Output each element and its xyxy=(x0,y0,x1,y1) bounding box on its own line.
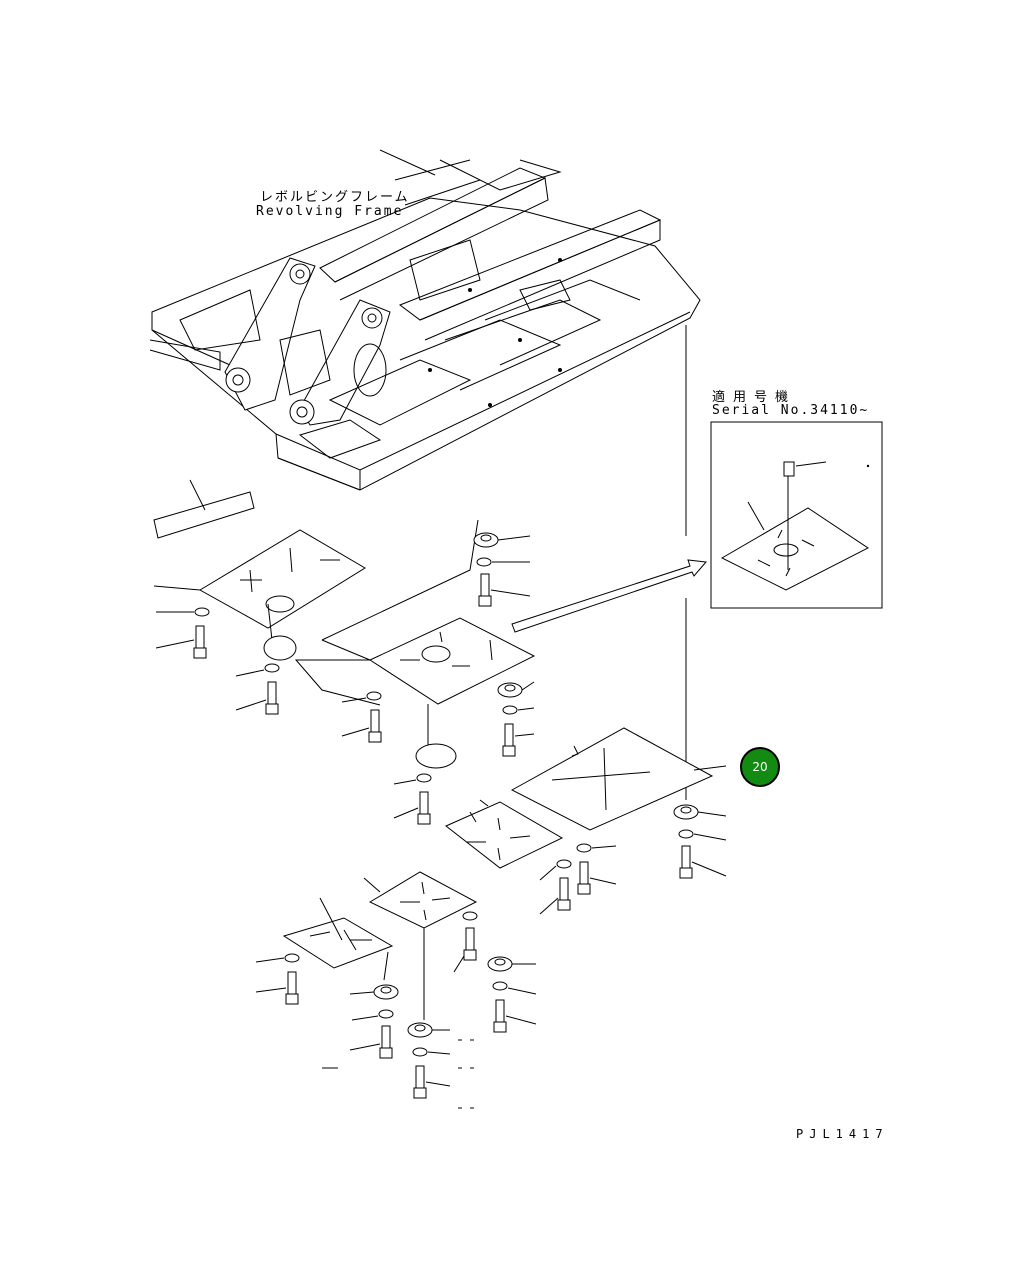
plate-group-d xyxy=(445,799,564,869)
inset-plate-drawing xyxy=(720,461,870,591)
plate-group-e xyxy=(363,871,478,1020)
fastener-hardware xyxy=(155,532,727,1109)
revolving-frame-drawing xyxy=(149,149,701,491)
part-callout-20[interactable]: 20 xyxy=(740,747,780,787)
plate-group-b xyxy=(294,519,536,769)
frame-label-en: Revolving Frame xyxy=(256,204,404,219)
frame-label-jp: レボルビングフレーム xyxy=(260,190,410,205)
plate-group-c xyxy=(510,727,727,831)
drawing-code: PJL1417 xyxy=(796,1127,889,1141)
serial-note-jp: 適用号機 xyxy=(712,390,797,405)
reference-arrow xyxy=(511,559,707,633)
plate-group-f xyxy=(282,897,394,981)
serial-inset-box xyxy=(710,421,883,609)
plate-group-a xyxy=(153,479,366,661)
serial-note-en: Serial No.34110~ xyxy=(712,403,870,418)
